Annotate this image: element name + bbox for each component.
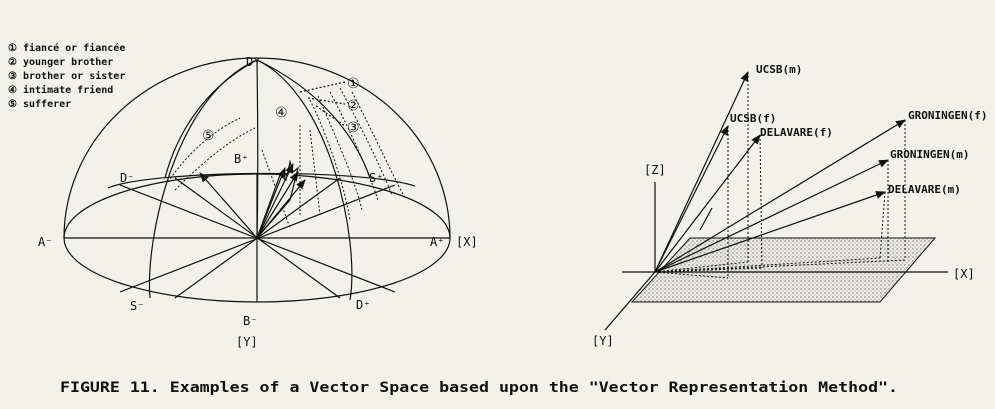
vector-friend (256, 167, 286, 239)
label-d-minus: D⁻ (120, 171, 134, 185)
dome-outline (63, 57, 451, 239)
vector-sister (256, 179, 306, 239)
vector-space-diagram (604, 71, 948, 331)
meridian-d-plus (256, 59, 353, 301)
vector-ucsb-m (654, 71, 749, 273)
label-b-plus: B⁺ (234, 152, 248, 166)
label-ucsb-m: UCSB(m) (756, 63, 802, 76)
drop-lines (654, 72, 906, 279)
label-d-zero: D⁰ (246, 55, 260, 69)
label-y-axis-left: [Y] (236, 335, 258, 349)
leader-2 (307, 97, 346, 105)
marker-5: ⑤ (202, 128, 215, 144)
label-x-axis-left: [X] (456, 235, 478, 249)
vector-brother (256, 171, 299, 239)
label-delavare-f: DELAVARE(f) (760, 126, 833, 139)
legend: ① fiancé or fiancée ② younger brother ③ … (8, 42, 125, 110)
label-x-axis-right: [X] (953, 267, 975, 281)
legend-item-younger-brother: ② younger brother (8, 57, 113, 68)
legend-item-fiance: ① fiancé or fiancée (8, 42, 125, 54)
dotted-projections (167, 87, 406, 229)
vector-sufferer (199, 172, 258, 239)
label-s-plus: S⁺ (369, 171, 383, 185)
label-groningen-m: GRONINGEN(m) (890, 148, 969, 161)
label-s-minus: S⁻ (130, 299, 144, 313)
label-d-plus: D⁺ (356, 298, 370, 312)
label-z-axis: [Z] (644, 163, 666, 177)
marker-1: ① (347, 76, 360, 92)
inner-rim (107, 172, 416, 189)
legend-item-sufferer: ⑤ sufferer (8, 99, 71, 110)
marker-3: ③ (347, 120, 360, 136)
meridian-s-minus (148, 59, 258, 299)
hemisphere-labels: D⁰ B⁺ D⁻ S⁺ A⁻ A⁺ [X] S⁻ B⁻ D⁺ [Y] ① ② ③… (38, 55, 478, 349)
y-axis (604, 271, 656, 331)
vector-space-labels: [Z] [X] [Y] UCSB(m) UCSB(f) DELAVARE(f) … (592, 63, 987, 348)
hemisphere-diagram (63, 57, 451, 303)
label-a-minus: A⁻ (38, 235, 52, 249)
vector-groningen-f (654, 119, 906, 273)
label-b-minus: B⁻ (243, 314, 257, 328)
vector-delavare-m (654, 191, 886, 273)
vector-groningen-m (654, 159, 889, 273)
vector-delavare-f (654, 134, 761, 273)
label-delavare-m: DELAVARE(m) (888, 183, 961, 196)
label-ucsb-f: UCSB(f) (730, 112, 776, 125)
legend-item-intimate-friend: ④ intimate friend (8, 84, 113, 96)
legend-item-brother-or-sister: ③ brother or sister (8, 70, 125, 82)
marker-4: ④ (275, 105, 288, 121)
label-y-axis-right: [Y] (592, 334, 614, 348)
vector-fiance (256, 163, 294, 239)
short-stroke (699, 207, 713, 231)
label-groningen-f: GRONINGEN(f) (908, 109, 987, 122)
vector-ucsb-f (654, 125, 729, 273)
marker-2: ② (347, 98, 360, 114)
label-a-plus: A⁺ (430, 235, 444, 249)
leader-3 (315, 105, 346, 127)
ground-plane (630, 237, 937, 303)
figure-caption: FIGURE 11. Examples of a Vector Space ba… (60, 380, 898, 396)
meridian-d-minus (164, 59, 258, 179)
